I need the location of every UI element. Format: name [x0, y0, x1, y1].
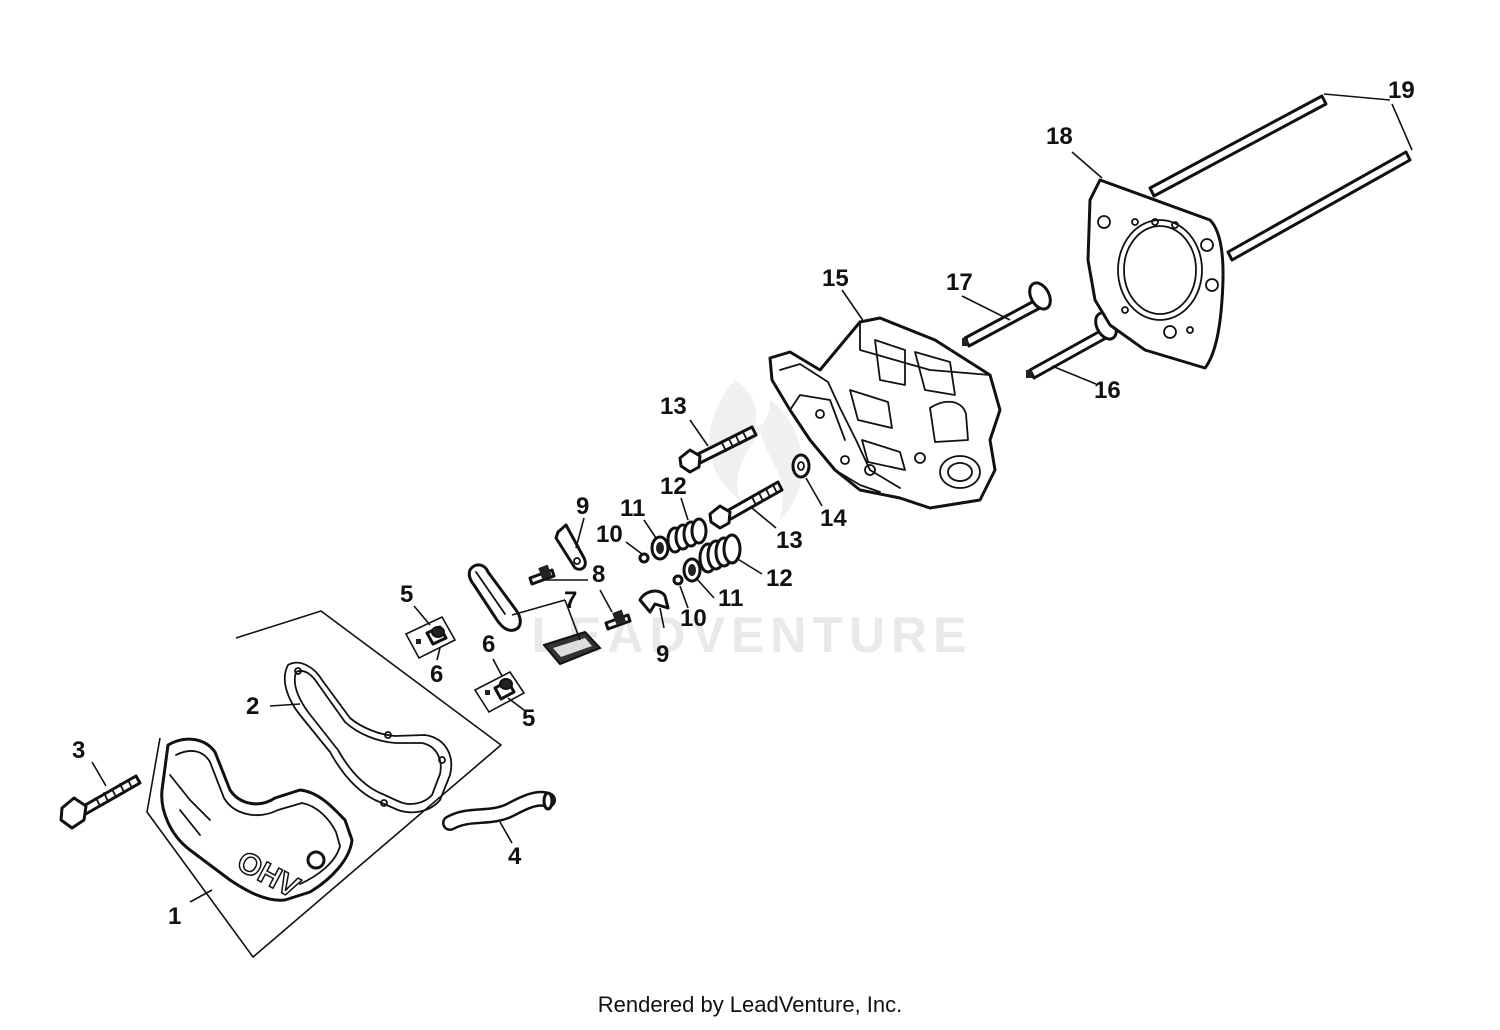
- head-bolt-part-13-upper: [678, 425, 758, 474]
- retainer-part-11-upper: [650, 535, 670, 561]
- rocker-arm-upper-part-7: [467, 563, 522, 632]
- footer-credit: Rendered by LeadVenture, Inc.: [597, 992, 903, 1017]
- callout-6a: 6: [430, 661, 443, 688]
- callout-10b: 10: [680, 605, 707, 632]
- callout-19: 19: [1388, 77, 1415, 104]
- callout-labels: 1 2 3 4 5 5 6 6 7 8 9 9 10 10 11 11 12 1…: [72, 77, 1415, 930]
- callout-11a: 11: [620, 495, 645, 522]
- spring-part-12-upper: [666, 517, 708, 554]
- adjuster-set-lower: [473, 670, 526, 714]
- retainer-part-11-lower: [682, 557, 702, 583]
- head-bolt-part-13-lower: [708, 480, 784, 530]
- callout-18: 18: [1046, 123, 1073, 150]
- stud-part-8-upper: [528, 564, 556, 586]
- push-rod-part-19-lower: [1226, 150, 1412, 262]
- guide-plate-part-9-upper: [554, 523, 587, 571]
- callout-1: 1: [168, 903, 181, 930]
- watermark-text: LEADVENTURE: [531, 607, 972, 663]
- callout-12b: 12: [766, 565, 793, 592]
- callout-13b: 13: [776, 527, 803, 554]
- callout-4: 4: [508, 843, 522, 870]
- callout-17: 17: [946, 269, 973, 296]
- callout-7: 7: [564, 587, 577, 614]
- valve-cover-part-1: OHV: [160, 737, 354, 905]
- callout-9b: 9: [656, 641, 669, 668]
- guide-plate-part-9-lower: [638, 589, 670, 614]
- keeper-part-10-lower: [672, 574, 684, 586]
- callout-3: 3: [72, 737, 85, 764]
- adjuster-set-upper: [404, 615, 457, 660]
- callout-8: 8: [592, 561, 605, 588]
- leader-lines: [91, 93, 1413, 903]
- spring-part-12-lower: [698, 533, 742, 574]
- callout-11b: 11: [718, 585, 743, 612]
- callout-5a: 5: [400, 581, 413, 608]
- washer-part-14: [791, 453, 811, 479]
- cylinder-head-part-15: [768, 316, 1002, 510]
- callout-15: 15: [822, 265, 849, 292]
- hose-part-4: [442, 790, 556, 831]
- callout-12a: 12: [660, 473, 687, 500]
- push-rod-part-19-upper: [1148, 94, 1328, 198]
- callout-14: 14: [820, 505, 847, 532]
- head-gasket-part-18: [1086, 178, 1225, 370]
- callout-6b: 6: [482, 631, 495, 658]
- callout-13a: 13: [660, 393, 687, 420]
- valve-part-16: [1026, 311, 1118, 380]
- kit-bracket: [146, 610, 503, 959]
- gasket-part-2: [283, 661, 453, 814]
- callout-2: 2: [246, 693, 259, 720]
- callout-5b: 5: [522, 705, 535, 732]
- valve-part-17: [962, 281, 1052, 348]
- callout-10a: 10: [596, 521, 623, 548]
- rocker-arm-lower-part-7: [542, 630, 602, 666]
- stud-part-8-lower: [604, 609, 632, 631]
- keeper-part-10-upper: [638, 552, 650, 564]
- watermark: LEADVENTURE: [531, 380, 972, 663]
- bolt-part-3: [59, 774, 142, 830]
- callout-16: 16: [1094, 377, 1121, 404]
- callout-9a: 9: [576, 493, 589, 520]
